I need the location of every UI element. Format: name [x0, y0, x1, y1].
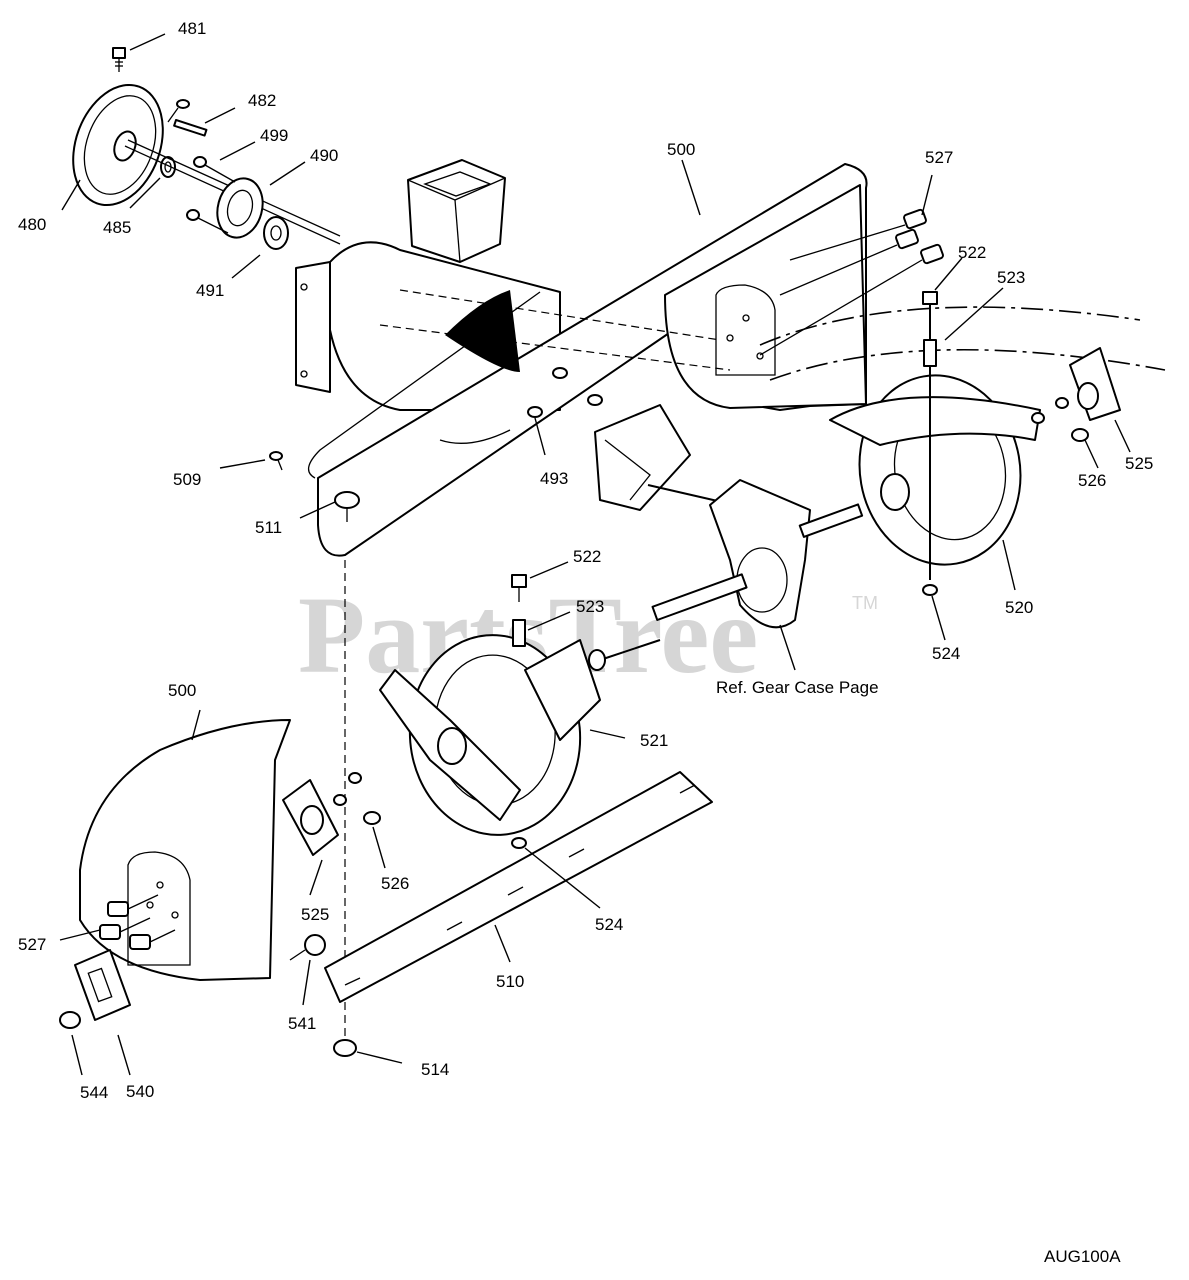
- callout-510: 510: [496, 972, 524, 991]
- bolts-499: [186, 156, 236, 234]
- callout-514: 514: [421, 1060, 449, 1079]
- skid-shoe-540: [74, 949, 131, 1021]
- callout-490: 490: [310, 146, 338, 165]
- bearing-525-lower: [282, 772, 362, 856]
- nut-526-lower: [363, 811, 381, 825]
- callout-527-lower: 527: [18, 935, 46, 954]
- auger-521: [379, 634, 661, 836]
- callout-493: 493: [540, 469, 568, 488]
- pin-522-upper: [922, 291, 938, 320]
- callout-525-lower: 525: [301, 905, 329, 924]
- carriage-bolt-511: [334, 491, 360, 522]
- callout-500-upper: 500: [667, 140, 695, 159]
- callout-544: 544: [80, 1083, 108, 1102]
- callout-526-upper: 526: [1078, 471, 1106, 490]
- callout-491: 491: [196, 281, 224, 300]
- callout-509: 509: [173, 470, 201, 489]
- auger-520: [829, 300, 1041, 580]
- nut-524-upper: [922, 584, 938, 596]
- callout-527-upper: 527: [925, 148, 953, 167]
- callout-523-lower: 523: [576, 597, 604, 616]
- drawing-code: AUG100A: [1044, 1247, 1121, 1266]
- bolt-stub: [167, 99, 190, 123]
- bolts-527-upper: [759, 208, 944, 356]
- washer-485: [160, 156, 176, 178]
- spacer-523-upper: [923, 339, 937, 367]
- callout-480: 480: [18, 215, 46, 234]
- callout-522-upper: 522: [958, 243, 986, 262]
- nut-544: [59, 1011, 81, 1029]
- callout-521: 521: [640, 731, 668, 750]
- gear-case: [647, 479, 864, 629]
- callout-524-lower: 524: [595, 915, 623, 934]
- spacer-523-lower: [512, 619, 526, 647]
- leader-lines: [59, 33, 1131, 1076]
- nut-524-lower: [511, 837, 527, 849]
- callout-520: 520: [1005, 598, 1033, 617]
- bearing-flange-490: [216, 177, 289, 250]
- callout-526-lower: 526: [381, 874, 409, 893]
- pin-522-lower: [511, 574, 527, 602]
- callout-524-upper: 524: [932, 644, 960, 663]
- callout-481: 481: [178, 19, 206, 38]
- pulley-480: [72, 83, 164, 207]
- callout-500-lower: 500: [168, 681, 196, 700]
- housing-500-lower: [79, 719, 291, 981]
- bolts-527-lower: [99, 894, 176, 950]
- bolts-493: [527, 367, 603, 418]
- callout-499: 499: [260, 126, 288, 145]
- callout-541: 541: [288, 1014, 316, 1033]
- callout-523-upper: 523: [997, 268, 1025, 287]
- callout-540: 540: [126, 1082, 154, 1101]
- nut-526-upper: [1071, 428, 1089, 442]
- callout-511: 511: [255, 518, 282, 537]
- watermark-trademark: TM: [852, 593, 878, 613]
- callout-522-lower: 522: [573, 547, 601, 566]
- callout-525-upper: 525: [1125, 454, 1153, 473]
- impeller: [594, 404, 691, 511]
- bolt-481: [112, 47, 126, 72]
- callout-482: 482: [248, 91, 276, 110]
- housing-500-upper: [295, 159, 868, 557]
- callout-485: 485: [103, 218, 131, 237]
- screw-509: [269, 451, 283, 471]
- bearing-525-upper: [1031, 347, 1121, 424]
- key-482: [173, 118, 208, 137]
- nut-514: [333, 1039, 357, 1057]
- reference-note: Ref. Gear Case Page: [716, 678, 879, 697]
- bolt-541: [289, 934, 326, 961]
- scraper-bar-510: [324, 771, 713, 1003]
